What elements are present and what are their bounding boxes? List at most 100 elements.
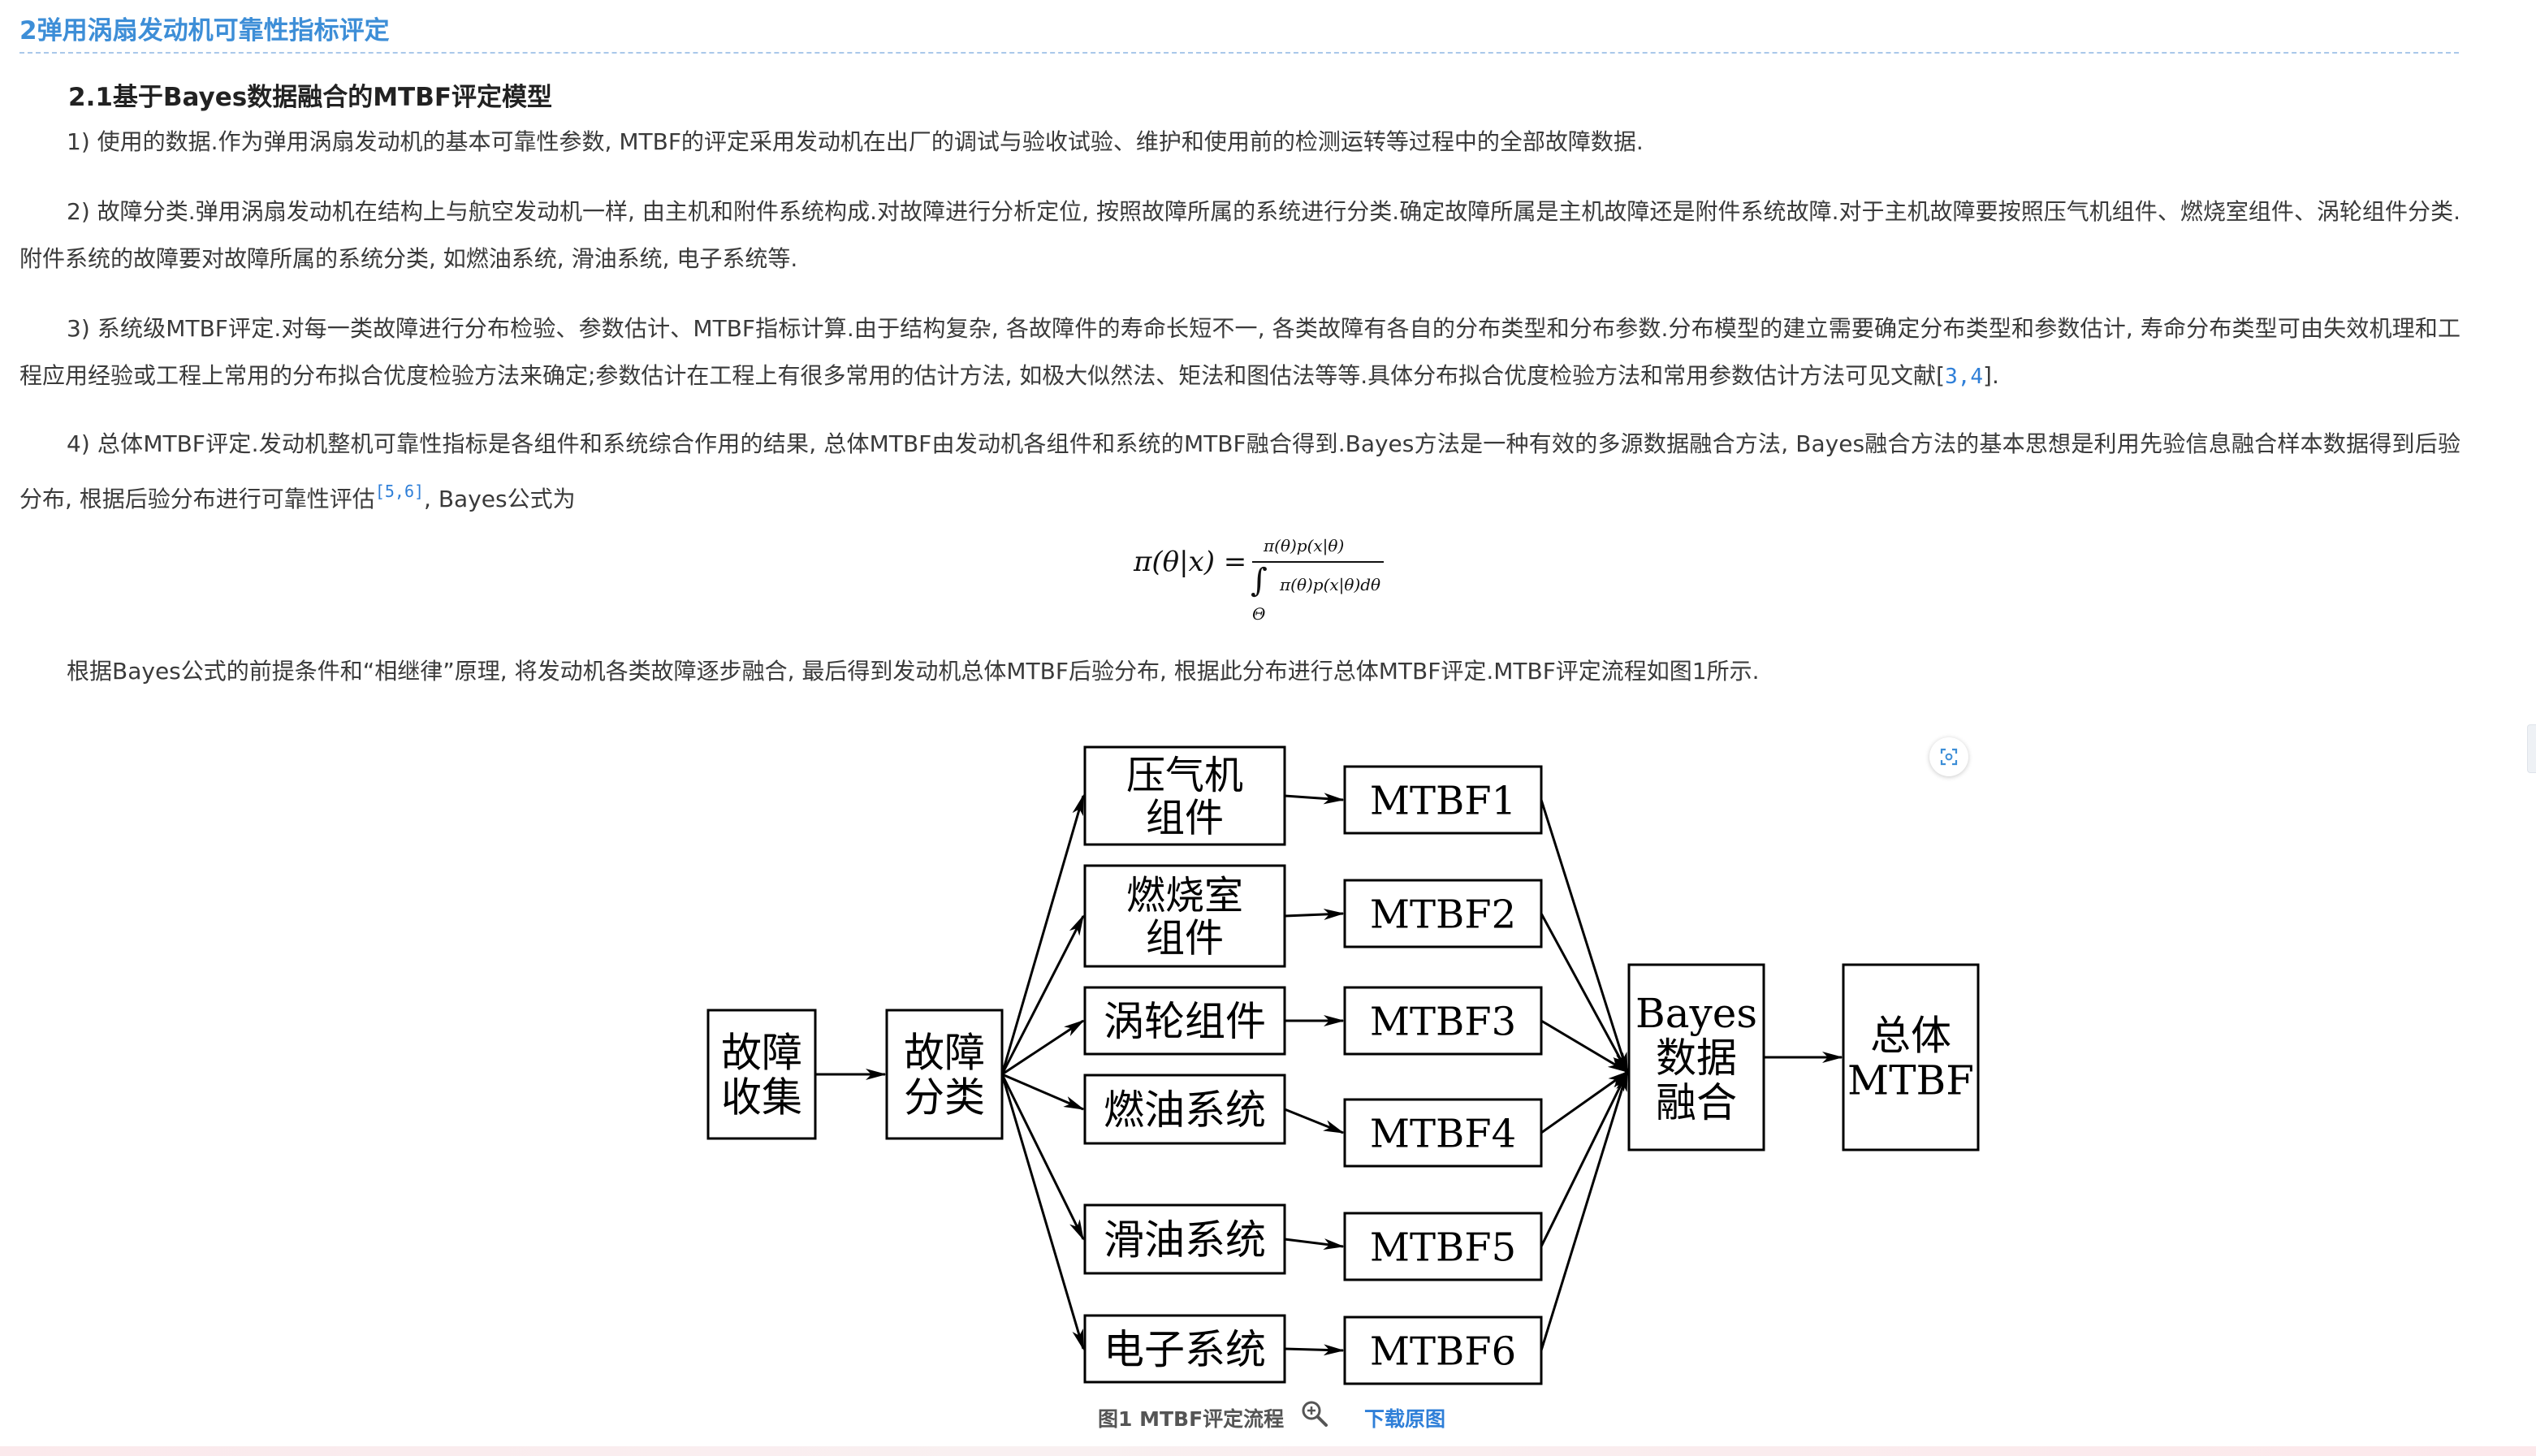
mtbf-to-fusion-arrow xyxy=(1540,1070,1629,1351)
component-box-2-frame xyxy=(1083,864,1286,968)
mtbf-box-6: MTBF6 xyxy=(1343,1316,1543,1385)
component-box-5: 滑油系统 xyxy=(1083,1203,1286,1275)
mtbf-box-6-label: MTBF6 xyxy=(1370,1329,1516,1374)
subsection-title: 2.1基于Bayes数据融合的MTBF评定模型 xyxy=(68,83,552,112)
component-box-3: 涡轮组件 xyxy=(1083,986,1286,1056)
total-mtbf-box: 总体MTBF xyxy=(1842,963,1980,1151)
figure-caption: 图1 MTBF评定流程 xyxy=(1098,1407,1285,1431)
mtbf-box-1: MTBF1 xyxy=(1343,765,1543,835)
component-box-2-label: 燃烧室 xyxy=(1126,873,1243,918)
mtbf-box-3: MTBF3 xyxy=(1343,986,1543,1056)
citation-link[interactable]: 6 xyxy=(404,482,414,501)
mtbf-box-3-frame xyxy=(1343,986,1543,1056)
component-box-2-label: 组件 xyxy=(1146,916,1224,961)
collect-box-label: 收集 xyxy=(721,1074,802,1121)
mtbf-box-4-label: MTBF4 xyxy=(1370,1111,1516,1156)
classify-to-component-arrow xyxy=(1000,1074,1085,1241)
formula-lhs: π(θ|x) = xyxy=(1134,546,1247,578)
total-mtbf-box-label: 总体 xyxy=(1870,1013,1951,1060)
mtbf-box-3-label: MTBF3 xyxy=(1370,999,1516,1044)
total-mtbf-box-label: MTBF xyxy=(1847,1057,1974,1104)
mtbf-box-5-label: MTBF5 xyxy=(1370,1225,1516,1270)
bayes-fusion-box-label: 融合 xyxy=(1656,1079,1737,1126)
component-to-mtbf-arrow xyxy=(1284,1238,1345,1250)
component-box-4-label: 燃油系统 xyxy=(1104,1087,1266,1134)
bayes-formula: π(θ|x) = π(θ)p(x|θ) ∫ π(θ)p(x|θ)dθ Θ xyxy=(1134,525,1402,630)
classify-to-component-arrow xyxy=(1001,1073,1085,1111)
collect-box-label: 故障 xyxy=(721,1030,802,1077)
component-to-mtbf-arrow xyxy=(1284,793,1345,805)
side-panel-tab[interactable] xyxy=(2527,724,2536,773)
citation-link[interactable]: 4 xyxy=(1970,365,1984,389)
component-box-1-label: 压气机 xyxy=(1126,753,1243,798)
mtbf-box-6-frame xyxy=(1343,1316,1543,1385)
mtbf-box-5-frame xyxy=(1343,1212,1543,1281)
classify-box-label: 分类 xyxy=(904,1074,985,1121)
bayes-fusion-box: Bayes数据融合 xyxy=(1627,963,1765,1151)
bayes-fusion-box-frame xyxy=(1627,963,1765,1151)
mtbf-box-4: MTBF4 xyxy=(1343,1098,1543,1168)
paragraph-3: 3) 系统级MTBF评定.对每一类故障进行分布检验、参数估计、MTBF指标计算.… xyxy=(19,315,2460,389)
bayes-fusion-box-label: Bayes xyxy=(1635,990,1757,1037)
mtbf-box-2: MTBF2 xyxy=(1343,879,1543,948)
bayes-fusion-box-label: 数据 xyxy=(1656,1035,1737,1082)
classify-box-label: 故障 xyxy=(904,1030,985,1077)
component-box-6: 电子系统 xyxy=(1083,1314,1286,1384)
mtbf-to-fusion-arrow xyxy=(1540,913,1629,1074)
mtbf-box-2-frame xyxy=(1343,879,1543,948)
component-box-4: 燃油系统 xyxy=(1083,1074,1286,1145)
mtbf-to-fusion-arrow xyxy=(1540,799,1629,1074)
classify-to-component-arrow xyxy=(1000,1074,1085,1350)
classify-to-component-arrow xyxy=(1000,794,1085,1075)
diagram-arrows xyxy=(815,793,1843,1356)
paragraph-1: 1) 使用的数据.作为弹用涡扇发动机的基本可靠性参数, MTBF的评定采用发动机… xyxy=(67,128,1644,155)
component-box-1: 压气机组件 xyxy=(1083,745,1286,846)
component-box-5-frame xyxy=(1083,1203,1286,1275)
component-box-6-frame xyxy=(1083,1314,1286,1384)
mtbf-to-fusion-arrow xyxy=(1540,1070,1629,1247)
section-title: 2弹用涡扇发动机可靠性指标评定 xyxy=(19,16,390,45)
component-to-mtbf-arrow xyxy=(1284,909,1345,920)
component-box-3-frame xyxy=(1083,986,1286,1056)
formula-domain: Θ xyxy=(1252,604,1266,624)
formula-fraction-bar xyxy=(1252,561,1384,563)
scan-icon[interactable] xyxy=(1929,737,1968,776)
citation-link[interactable]: 5 xyxy=(384,482,395,501)
classify-box-frame xyxy=(885,1009,1004,1140)
component-box-1-frame xyxy=(1083,745,1286,846)
component-to-mtbf-arrow xyxy=(1284,1344,1345,1356)
section-divider xyxy=(19,52,2459,54)
paragraph-4: 4) 总体MTBF评定.发动机整机可靠性指标是各组件和系统综合作用的结果, 总体… xyxy=(19,430,2460,512)
citation-link[interactable]: 3 xyxy=(1945,365,1958,389)
zoom-in-icon[interactable] xyxy=(1301,1400,1328,1428)
total-mtbf-box-frame xyxy=(1842,963,1980,1151)
component-box-3-label: 涡轮组件 xyxy=(1104,998,1266,1045)
component-to-mtbf-arrow xyxy=(1284,1108,1345,1134)
mtbf-box-1-label: MTBF1 xyxy=(1370,778,1516,823)
download-original-link[interactable]: 下载原图 xyxy=(1364,1407,1446,1431)
bottom-strip xyxy=(0,1446,2536,1456)
classify-box: 故障分类 xyxy=(885,1009,1004,1140)
mtbf-box-1-frame xyxy=(1343,765,1543,835)
mtbf-box-5: MTBF5 xyxy=(1343,1212,1543,1281)
mtbf-box-4-frame xyxy=(1343,1098,1543,1168)
formula-numerator: π(θ)p(x|θ) xyxy=(1264,536,1345,555)
component-box-4-frame xyxy=(1083,1074,1286,1145)
mtbf-box-2-label: MTBF2 xyxy=(1370,892,1516,937)
collect-box-frame xyxy=(706,1009,817,1140)
mtbf-to-fusion-arrow xyxy=(1540,1070,1629,1134)
classify-to-component-arrow xyxy=(1000,914,1085,1075)
component-box-6-label: 电子系统 xyxy=(1104,1326,1266,1373)
component-box-2: 燃烧室组件 xyxy=(1083,864,1286,968)
formula-integral: ∫ xyxy=(1251,562,1268,599)
paragraph-5: 根据Bayes公式的前提条件和“相继律”原理, 将发动机各类故障逐步融合, 最后… xyxy=(67,658,1760,685)
classify-to-component-arrow xyxy=(1001,1019,1085,1076)
paragraph-2: 2) 故障分类.弹用涡扇发动机在结构上与航空发动机一样, 由主机和附件系统构成.… xyxy=(19,198,2460,272)
component-box-5-label: 滑油系统 xyxy=(1104,1216,1266,1264)
formula-denominator: π(θ)p(x|θ)dθ xyxy=(1280,575,1381,594)
mtbf-to-fusion-arrow xyxy=(1540,1019,1629,1074)
component-box-1-label: 组件 xyxy=(1146,796,1224,841)
